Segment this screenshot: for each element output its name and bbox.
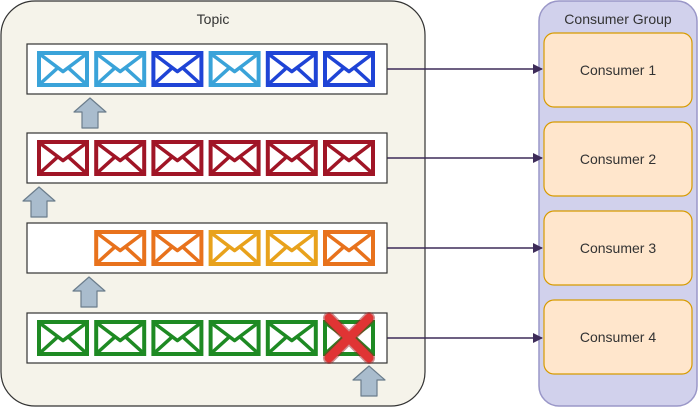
consumer-3-label: Consumer 3 [579,240,657,256]
envelope-icon [94,320,147,356]
partition-4 [26,312,388,364]
partition-2 [26,132,388,184]
envelope-icon [151,140,204,176]
consumer-layer [543,32,693,375]
topic-title: Topic [196,11,230,27]
envelope-flap [268,232,315,253]
up-arrow-icon [73,97,107,129]
envelope-icon [94,51,147,87]
consumer-1-label: Consumer 1 [579,62,657,78]
envelope-flap [39,53,87,74]
envelope-flap [325,232,373,253]
envelope-fold [268,246,315,264]
consumer-4-label: Consumer 4 [579,329,657,345]
envelope-flap [268,142,315,163]
envelope-flap [97,142,144,163]
up-arrow-icon [22,186,56,218]
envelope-icon [265,140,318,176]
envelope-flap [97,322,144,343]
envelope-fold [268,67,315,85]
envelope-icon [323,51,375,87]
envelope-icon [94,140,147,176]
envelope-icon [37,320,89,356]
envelope-icon [265,320,318,356]
envelope-fold [211,336,258,354]
envelope-fold [39,67,87,85]
envelope-fold [39,336,87,354]
consumer-2-label: Consumer 2 [579,151,657,167]
envelope-fold [325,246,373,264]
envelope-flap [154,232,201,253]
envelope-fold [268,156,315,174]
up-arrow-icon [72,276,106,308]
envelope-icon [208,320,261,356]
envelope-icon [323,230,375,266]
envelope-flap [154,322,201,343]
envelope-flap [39,322,87,343]
envelope-fold [268,336,315,354]
partition-1 [26,43,388,95]
envelope-icon [151,320,204,356]
envelope-icon [151,51,204,87]
envelope-flap [211,232,258,253]
consumer-group-title: Consumer Group [564,11,672,27]
envelope-flap [154,142,201,163]
envelope-flap [211,53,258,74]
envelope-icon [265,230,318,266]
envelope-flap [268,53,315,74]
envelope-icon [94,230,147,266]
envelope-fold [325,67,373,85]
envelope-fold [211,246,258,264]
envelope-fold [97,67,144,85]
envelope-flap [325,53,373,74]
envelope-icon [208,140,261,176]
red-x-icon [323,312,375,364]
envelope-flap [268,322,315,343]
envelope-fold [211,67,258,85]
envelope-flap [154,53,201,74]
envelope-fold [154,156,201,174]
envelope-fold [325,156,373,174]
envelope-flap [39,142,87,163]
connector-layer [387,64,543,343]
envelope-fold [211,156,258,174]
pointer-layer [22,97,386,397]
topic-container [0,0,426,407]
envelope-icon [208,51,261,87]
partition-3 [26,222,388,274]
envelope-fold [39,156,87,174]
envelope-fold [154,67,201,85]
envelope-fold [97,246,144,264]
envelope-flap [97,53,144,74]
envelope-fold [97,156,144,174]
envelope-flap [97,232,144,253]
consumer-4-box [543,299,693,375]
envelope-icon [265,51,318,87]
envelope-flap [211,322,258,343]
consumer-1-box [543,32,693,108]
envelope-icon [151,230,204,266]
envelope-icon [37,51,89,87]
envelope-fold [97,336,144,354]
envelope-fold [154,336,201,354]
envelope-flap [325,142,373,163]
consumer-3-box [543,210,693,286]
failure-mark [324,313,374,363]
envelope-flap [211,142,258,163]
envelope-fold [154,246,201,264]
partition-layer [26,43,388,364]
up-arrow-icon [352,365,386,397]
consumer-2-box [543,121,693,197]
envelope-icon [323,140,375,176]
envelope-icon [208,230,261,266]
envelope-icon [37,140,89,176]
